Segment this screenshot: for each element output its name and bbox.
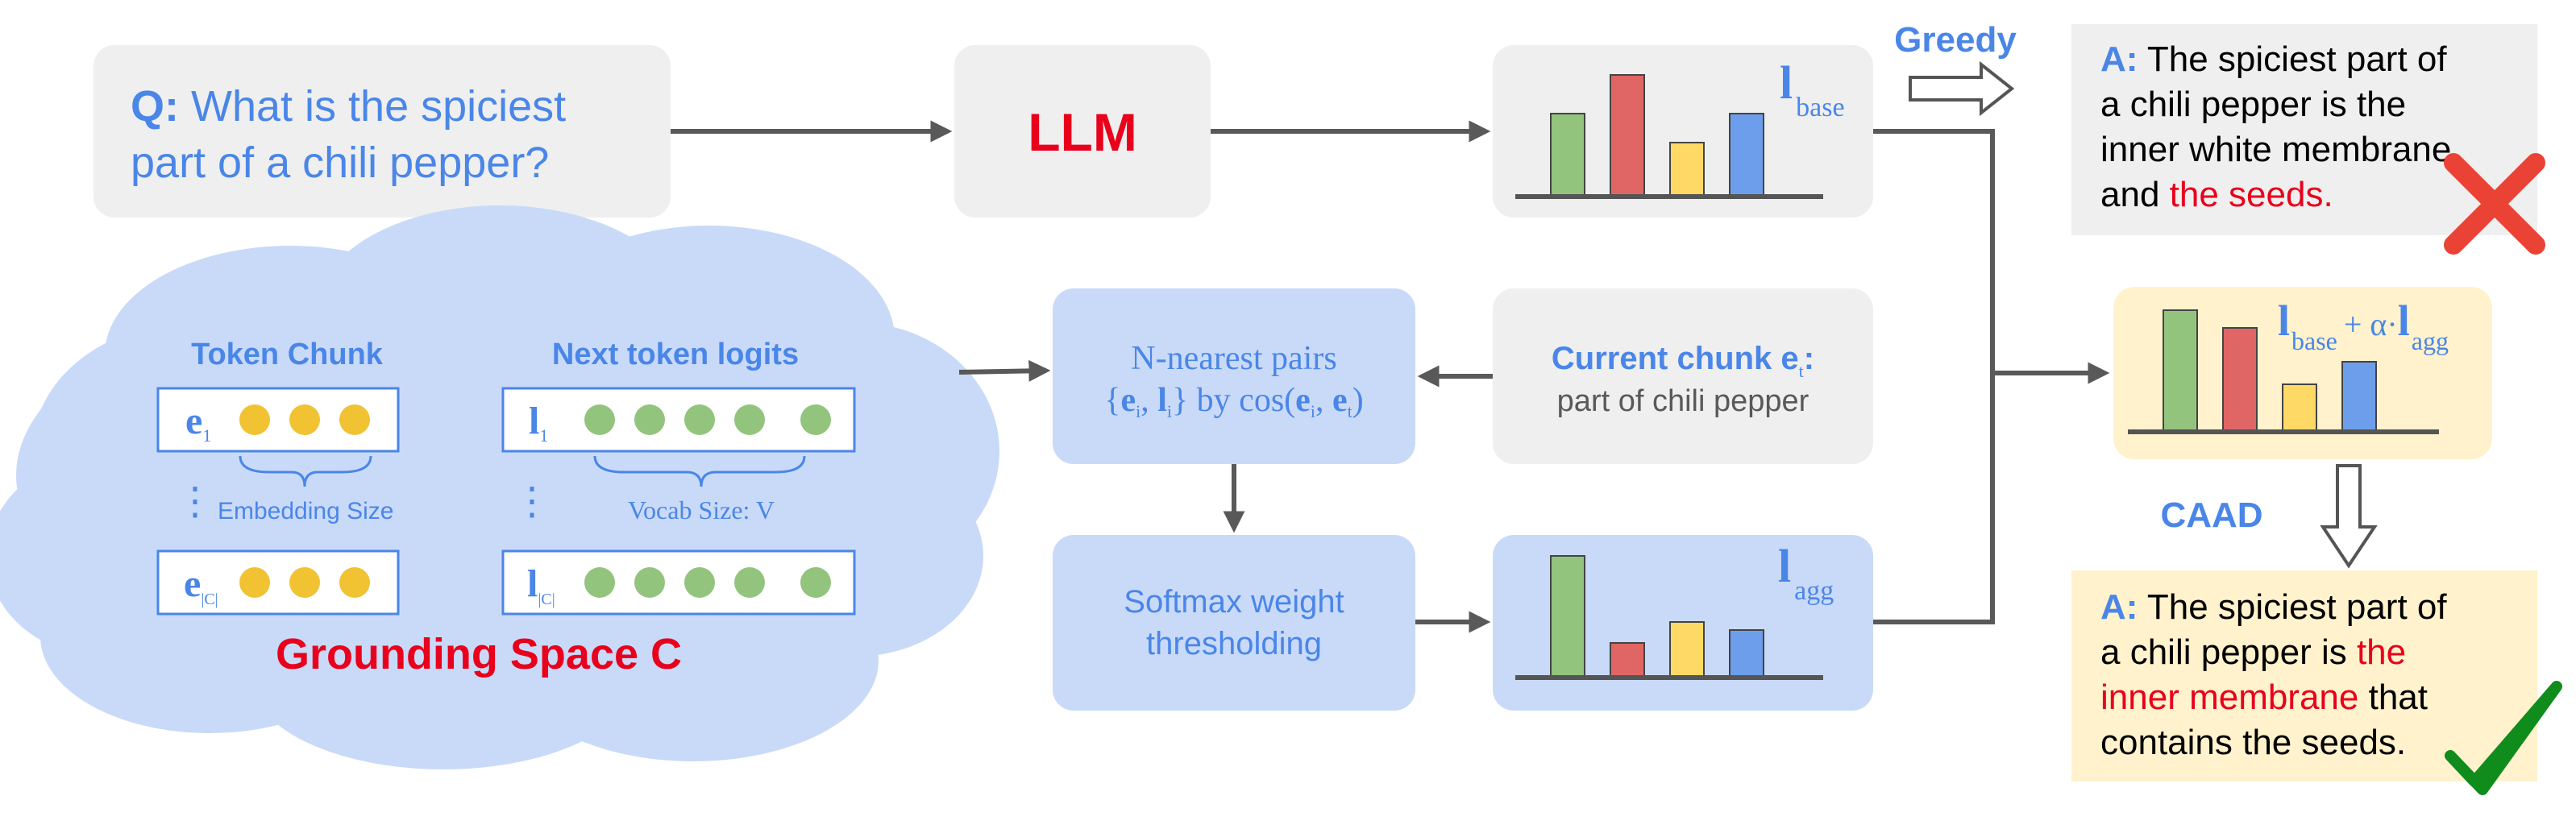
caad-answer-line4: contains the seeds. bbox=[2100, 723, 2406, 762]
combined-bar-red bbox=[2222, 327, 2258, 432]
agg-logits-chart bbox=[1515, 555, 1823, 680]
caad-answer-line3: inner membrane that bbox=[2100, 678, 2428, 717]
base-bar-yellow bbox=[1669, 142, 1705, 197]
embedding-row-first: e1 bbox=[156, 387, 400, 453]
embedding-row-last: e|C| bbox=[156, 549, 400, 616]
l-first-symbol: l1 bbox=[529, 400, 548, 446]
caad-answer-line1: A: The spiciest part of bbox=[2100, 587, 2447, 627]
combined-logits-chart bbox=[2128, 309, 2439, 434]
caad-answer-box: A: The spiciest part of a chili pepper i… bbox=[2071, 570, 2537, 781]
combined-bar-blue bbox=[2341, 361, 2377, 432]
nearest-pairs-line1: N-nearest pairs bbox=[1131, 340, 1336, 377]
base-bar-red bbox=[1610, 74, 1645, 197]
embedding-size-label: Embedding Size bbox=[218, 498, 393, 524]
cross-icon bbox=[2444, 153, 2545, 255]
question-box: Q: What is the spiciest part of a chili … bbox=[93, 45, 671, 218]
agg-bar-yellow bbox=[1669, 621, 1705, 678]
combined-bar-green bbox=[2163, 309, 2198, 432]
caad-answer-line2: a chili pepper is the bbox=[2100, 632, 2406, 672]
softmax-line2: thresholding bbox=[1146, 626, 1322, 661]
greedy-answer-line4: and the seeds. bbox=[2100, 175, 2333, 214]
current-chunk-box: Current chunk et: part of chili pepper bbox=[1493, 288, 1873, 464]
greedy-arrow bbox=[1909, 60, 2015, 117]
grounding-space-title: Grounding Space C bbox=[276, 630, 682, 678]
next-token-logits-header: Next token logits bbox=[552, 338, 799, 371]
current-chunk-label: Current chunk et: bbox=[1552, 341, 1814, 381]
connector-base-agg bbox=[1873, 129, 1995, 624]
caad-label: CAAD bbox=[2160, 495, 2262, 535]
llm-box: LLM bbox=[954, 45, 1211, 218]
embedding-brace bbox=[239, 455, 372, 487]
greedy-answer-line3: inner white membrane bbox=[2100, 130, 2451, 169]
nearest-pairs-line2: {ei, li} by cos(ei, et) bbox=[1104, 382, 1363, 421]
greedy-label: Greedy bbox=[1894, 20, 2017, 60]
vocab-size-label: Vocab Size: V bbox=[628, 495, 775, 524]
vocab-brace bbox=[593, 455, 806, 487]
agg-bar-blue bbox=[1729, 629, 1764, 678]
combined-logits-box: lbase+ α·lagg bbox=[2113, 287, 2492, 459]
combined-bar-yellow bbox=[2282, 383, 2317, 432]
current-chunk-text: part of chili pepper bbox=[1557, 384, 1809, 418]
question-line1: Q: What is the spiciest bbox=[131, 82, 566, 131]
llm-label: LLM bbox=[1028, 102, 1137, 162]
softmax-line1: Softmax weight bbox=[1124, 584, 1344, 620]
agg-bar-green bbox=[1550, 555, 1585, 678]
logits-row-last: l|C| bbox=[501, 549, 856, 616]
base-logits-chart bbox=[1515, 74, 1823, 199]
combined-logits-formula: lbase+ α·lagg bbox=[2278, 296, 2449, 355]
e-last-symbol: e|C| bbox=[184, 562, 218, 608]
base-bar-green bbox=[1550, 113, 1585, 197]
greedy-answer-box: A: The spiciest part of a chili pepper i… bbox=[2071, 24, 2537, 235]
e-first-symbol: e1 bbox=[185, 400, 211, 446]
nearest-pairs-box: N-nearest pairs {ei, li} by cos(ei, et) bbox=[1053, 288, 1415, 464]
token-chunk-header: Token Chunk bbox=[191, 338, 384, 371]
arrow-cloud-to-nearest bbox=[958, 359, 1051, 382]
question-line2: part of a chili pepper? bbox=[131, 139, 549, 187]
base-bar-blue bbox=[1729, 113, 1764, 197]
checkmark-icon bbox=[2445, 681, 2562, 795]
logits-vertical-dots: ⋮ bbox=[513, 480, 551, 523]
softmax-box: Softmax weight thresholding bbox=[1053, 535, 1415, 711]
caad-arrow bbox=[2320, 464, 2378, 569]
greedy-answer-line2: a chili pepper is the bbox=[2100, 85, 2406, 124]
logits-row-first: l1 bbox=[501, 387, 856, 453]
agg-bar-red bbox=[1610, 642, 1645, 678]
grounding-space-cloud: Token Chunk Next token logits e1 ⋮ Embed… bbox=[0, 205, 999, 769]
embedding-vertical-dots: ⋮ bbox=[176, 480, 214, 523]
l-last-symbol: l|C| bbox=[527, 562, 555, 608]
greedy-answer-line1: A: The spiciest part of bbox=[2100, 39, 2447, 79]
